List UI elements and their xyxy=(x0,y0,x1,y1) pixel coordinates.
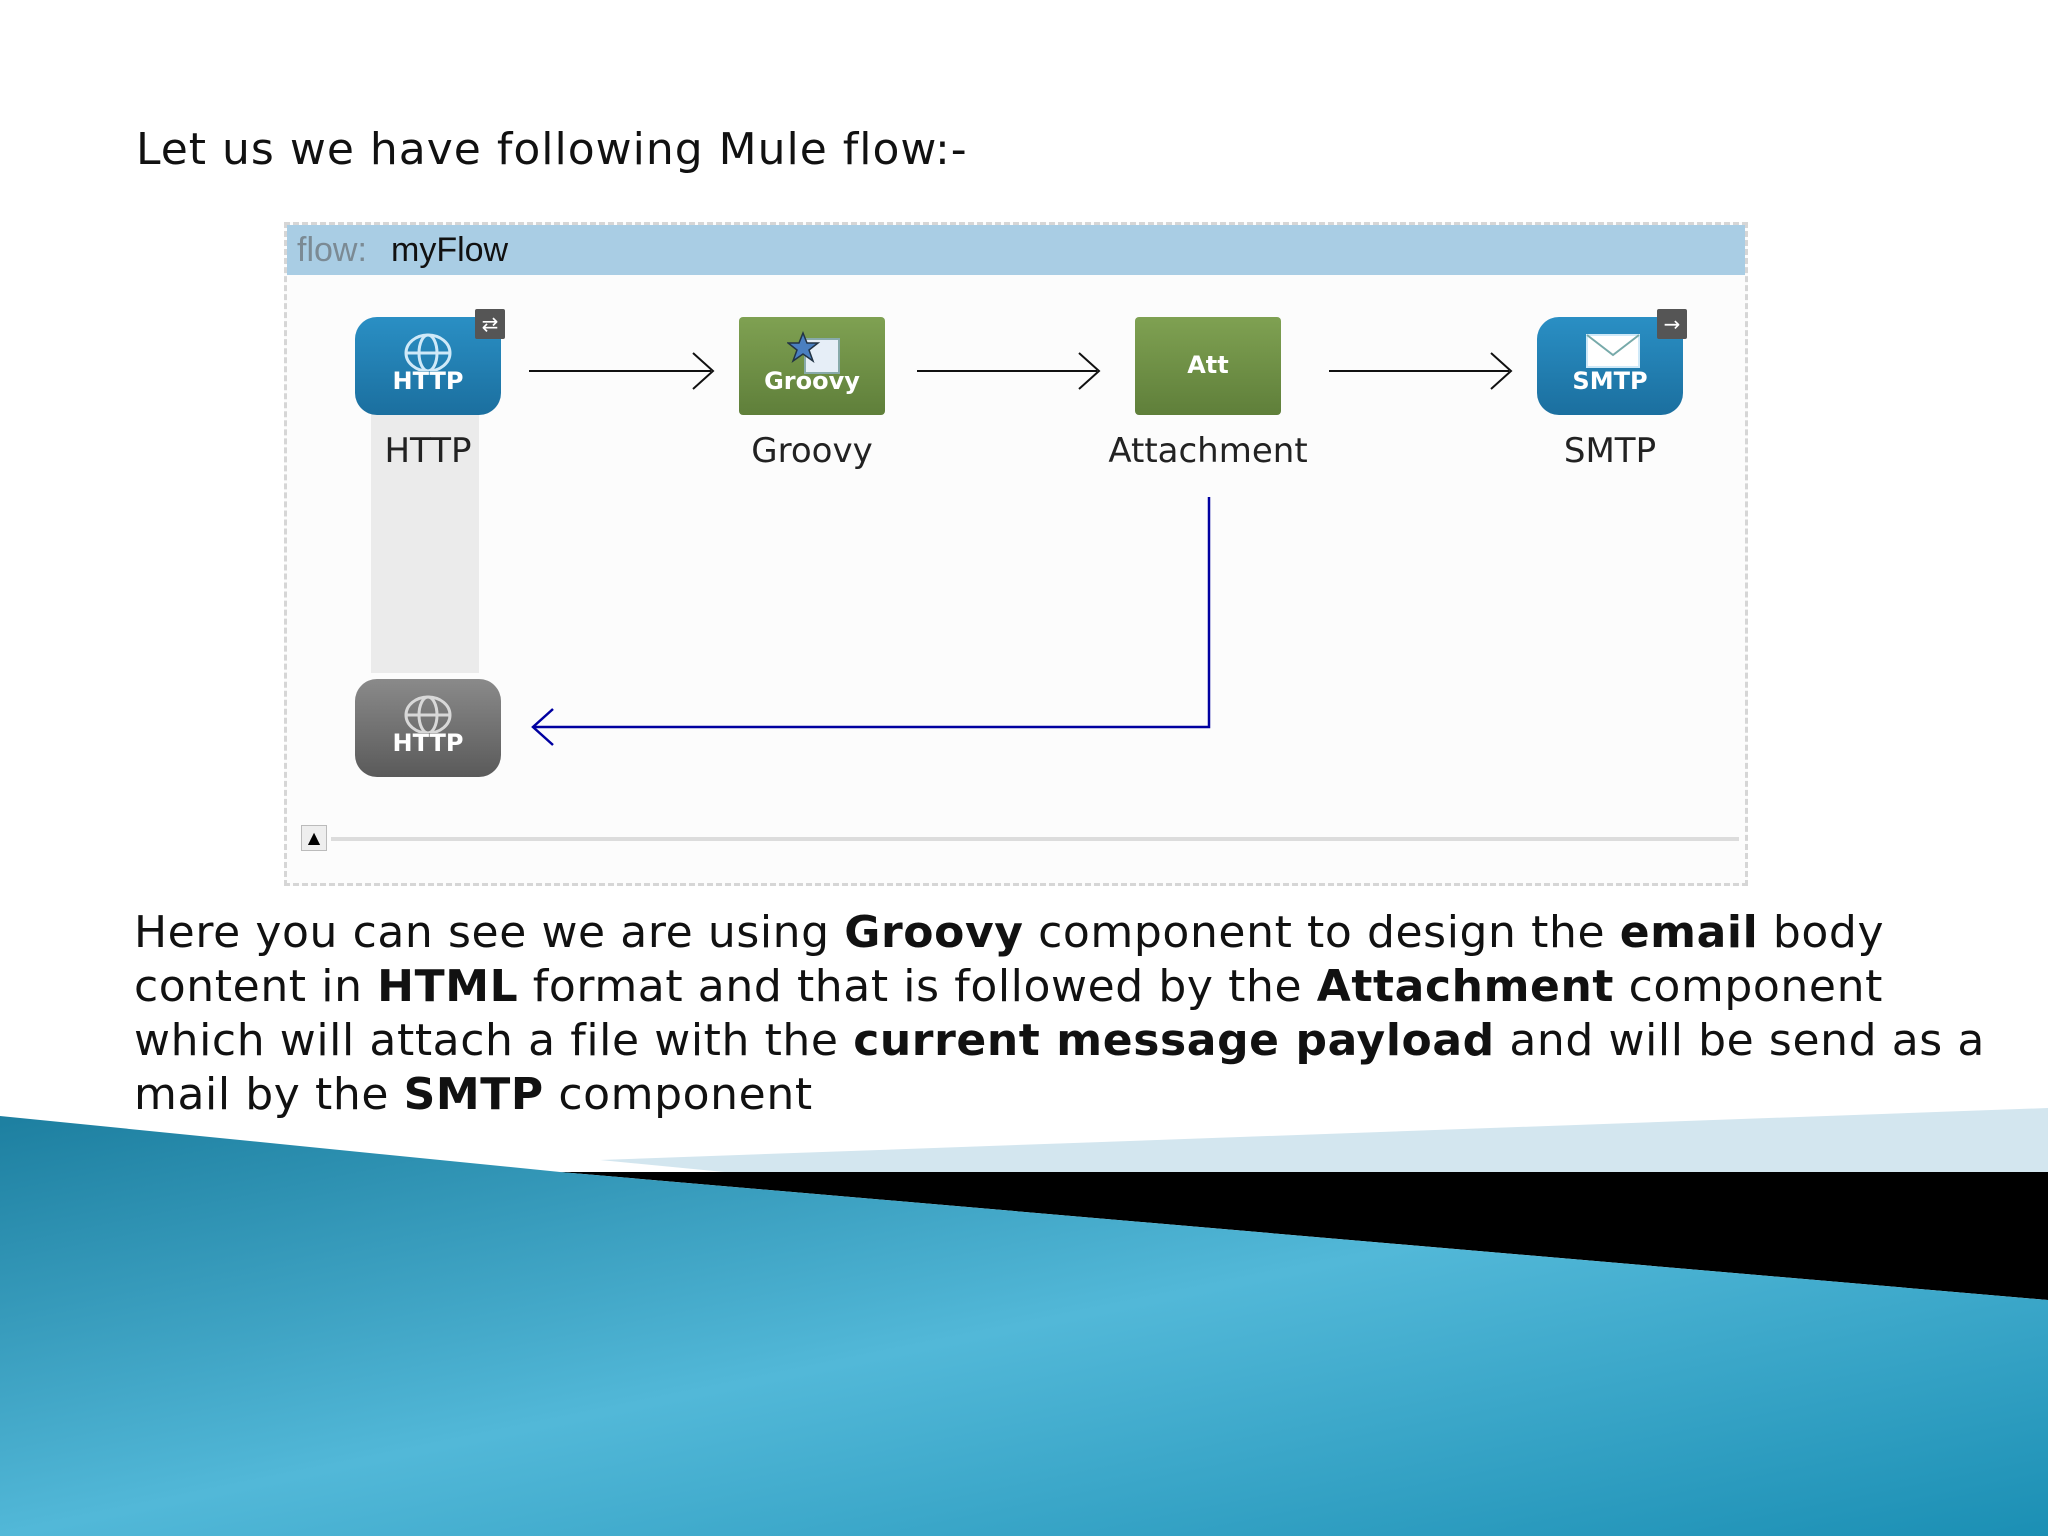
desc-bold: email xyxy=(1619,907,1759,958)
http-response-icon-text: HTTP xyxy=(392,729,464,757)
desc-bold: HTML xyxy=(377,961,519,1012)
attachment-label: Attachment xyxy=(1108,431,1308,471)
groovy-component-node[interactable]: Groovy xyxy=(739,317,885,415)
flow-header[interactable]: flow: myFlow xyxy=(287,225,1745,275)
http-label: HTTP xyxy=(384,431,472,471)
flow-keyword: flow: xyxy=(297,231,367,269)
scroll-arrow-icon[interactable]: ▲ xyxy=(301,825,327,851)
globe-icon xyxy=(404,333,452,371)
groovy-star-icon xyxy=(787,331,840,374)
smtp-icon-text: SMTP xyxy=(1572,367,1648,395)
flow-canvas[interactable]: flow: myFlow HTTP ⇄ HTTP Groovy Groovy A… xyxy=(284,222,1748,886)
desc-bold: Groovy xyxy=(844,907,1024,958)
desc-part: and will be send as a mail by the xyxy=(134,1015,1985,1120)
groovy-icon-text: Groovy xyxy=(764,367,860,395)
response-lane xyxy=(371,373,479,673)
desc-part: component to design the xyxy=(1023,907,1620,958)
desc-bold: Attachment xyxy=(1316,961,1615,1012)
desc-bold: SMTP xyxy=(403,1069,544,1120)
scroll-track[interactable] xyxy=(331,837,1739,841)
smtp-label: SMTP xyxy=(1563,431,1657,471)
attachment-component-node[interactable]: Att xyxy=(1135,317,1281,415)
desc-part: component which will attach a file with … xyxy=(134,961,1883,1066)
desc-part: format and that is followed by the xyxy=(518,961,1317,1012)
desc-part: body content in xyxy=(134,907,1885,1012)
desc-bold: current message payload xyxy=(853,1015,1495,1066)
http-response-node[interactable]: HTTP xyxy=(355,679,501,777)
flow-connectors xyxy=(529,352,1513,746)
groovy-label: Groovy xyxy=(751,431,873,471)
description-paragraph: Here you can see we are using Groovy com… xyxy=(134,906,2014,1122)
desc-part: Here you can see we are using xyxy=(134,907,845,958)
desc-part: component xyxy=(543,1069,813,1120)
envelope-icon xyxy=(1586,334,1640,368)
flow-name: myFlow xyxy=(391,231,509,269)
http-icon-text: HTTP xyxy=(392,367,464,395)
attachment-icon-text: Att xyxy=(1187,351,1229,379)
outbound-arrow-icon[interactable]: → xyxy=(1657,309,1687,339)
intro-text: Let us we have following Mule flow:- xyxy=(136,124,968,175)
exchange-pattern-icon[interactable]: ⇄ xyxy=(475,309,505,339)
globe-icon xyxy=(404,695,452,733)
horizontal-scrollbar[interactable]: ▲ xyxy=(301,825,1745,865)
